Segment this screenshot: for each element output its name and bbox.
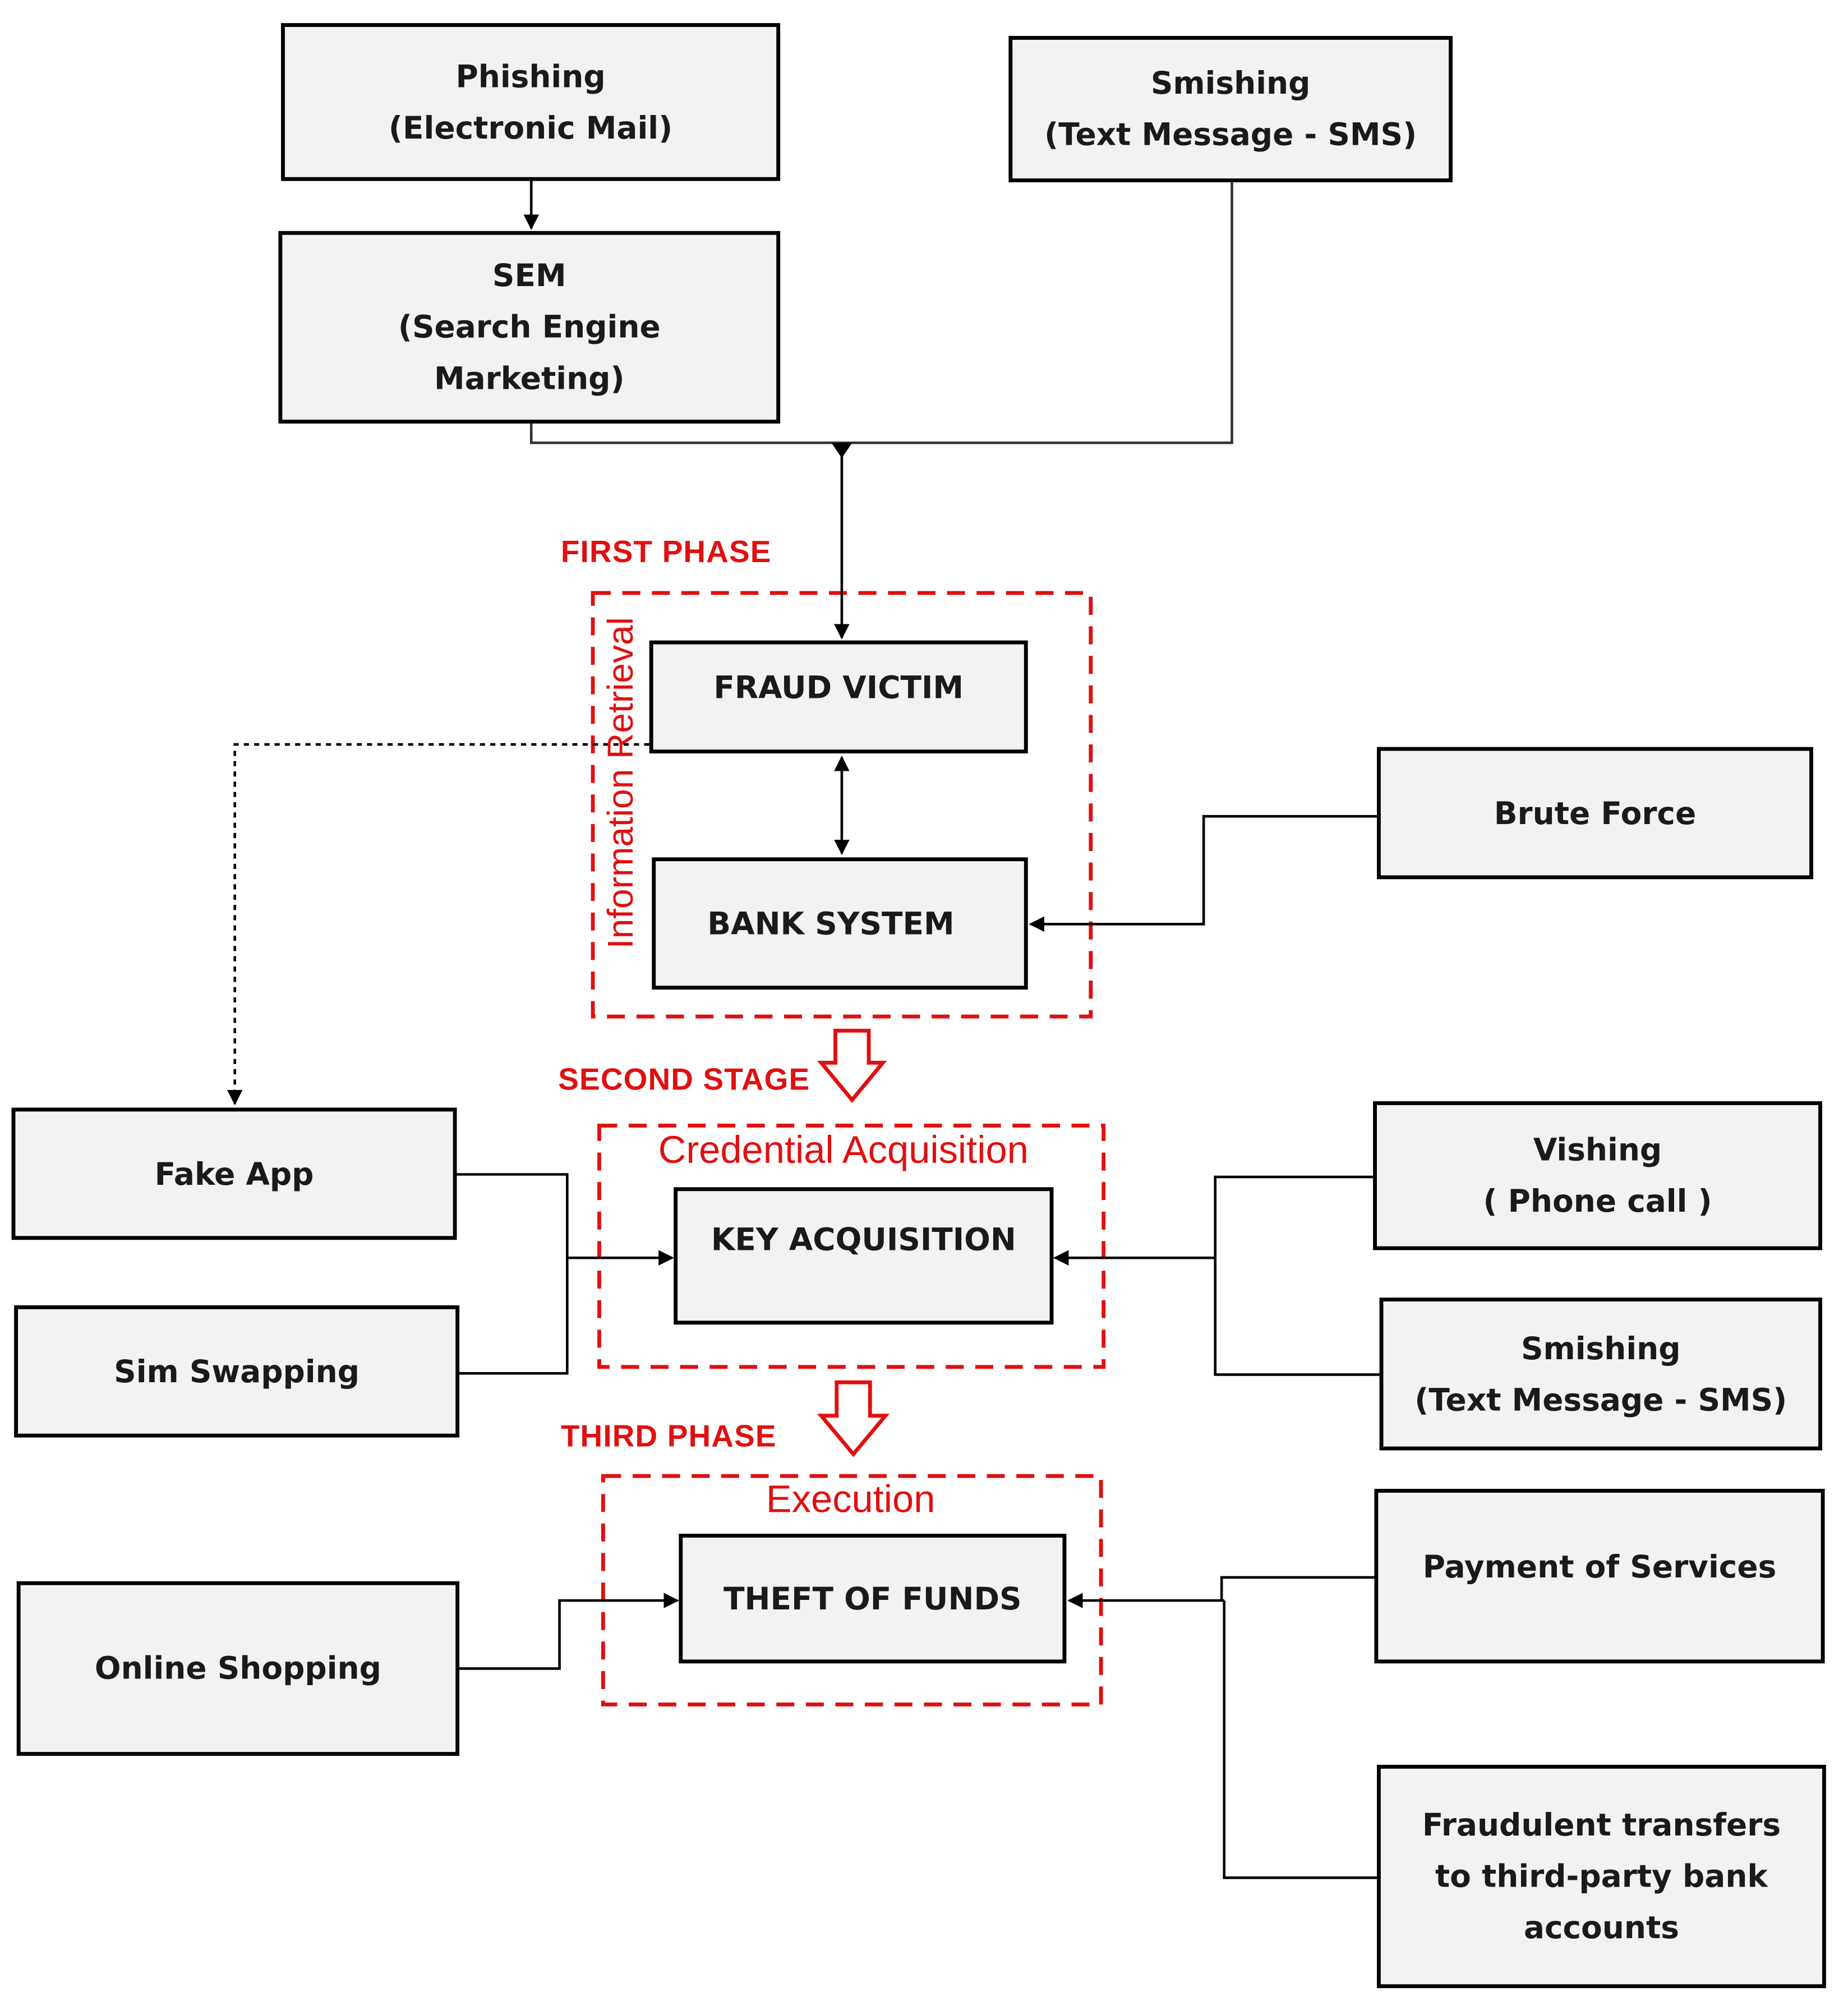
smishing-top-box: Smishing (Text Message - SMS) (1008, 36, 1453, 182)
information-retrieval-label: Information Retrieval (600, 617, 640, 949)
sim-swapping-box: Sim Swapping (14, 1305, 460, 1438)
phishing-box: Phishing (Electronic Mail) (281, 23, 781, 181)
payment-services-connector (1220, 1576, 1375, 1601)
stage-down-arrow-2 (817, 1380, 890, 1457)
brute-force-box: Brute Force (1377, 747, 1813, 880)
vishing-box: Vishing ( Phone call ) (1373, 1101, 1822, 1250)
credential-acquisition-zone (597, 1124, 1106, 1369)
second-stage-label: SECOND STAGE (558, 1062, 810, 1098)
vishing-connector (1214, 1175, 1374, 1258)
sim-swapping-connector (459, 1258, 569, 1375)
fake-app-connector (457, 1173, 569, 1258)
payment-services-box: Payment of Services (1374, 1489, 1825, 1664)
execution-label: Execution (766, 1478, 935, 1521)
third-phase-label: THIRD PHASE (560, 1419, 777, 1455)
theft-of-funds-box: THEFT OF FUNDS (679, 1534, 1067, 1664)
fraudulent-transfers-connector (1223, 1600, 1377, 1879)
online-shopping-box: Online Shopping (16, 1581, 460, 1756)
fake-app-box: Fake App (11, 1107, 457, 1240)
fraud-victim-box: FRAUD VICTIM (649, 640, 1028, 754)
first-phase-label: FIRST PHASE (560, 535, 772, 570)
credential-acquisition-label: Credential Acquisition (658, 1129, 1029, 1172)
brute-force-connector (1029, 815, 1377, 932)
sem-to-junction-connector (529, 182, 1233, 444)
online-shopping-connector (459, 1593, 679, 1670)
bank-system-box: BANK SYSTEM (652, 857, 1028, 990)
stage-down-arrow-1 (817, 1028, 887, 1103)
smishing-bottom-box: Smishing (Text Message - SMS) (1379, 1298, 1822, 1451)
smishing-bottom-connector (1214, 1258, 1380, 1376)
junction-marker (831, 443, 852, 458)
fraudulent-transfers-box: Fraudulent transfers to third-party bank… (1377, 1765, 1826, 1989)
key-acquisition-box: KEY ACQUISITION (674, 1187, 1054, 1325)
execution-zone (601, 1474, 1103, 1706)
sem-box: SEM (Search Engine Marketing) (278, 231, 781, 424)
victim-to-fake-app-dotted-connector (227, 743, 649, 1106)
